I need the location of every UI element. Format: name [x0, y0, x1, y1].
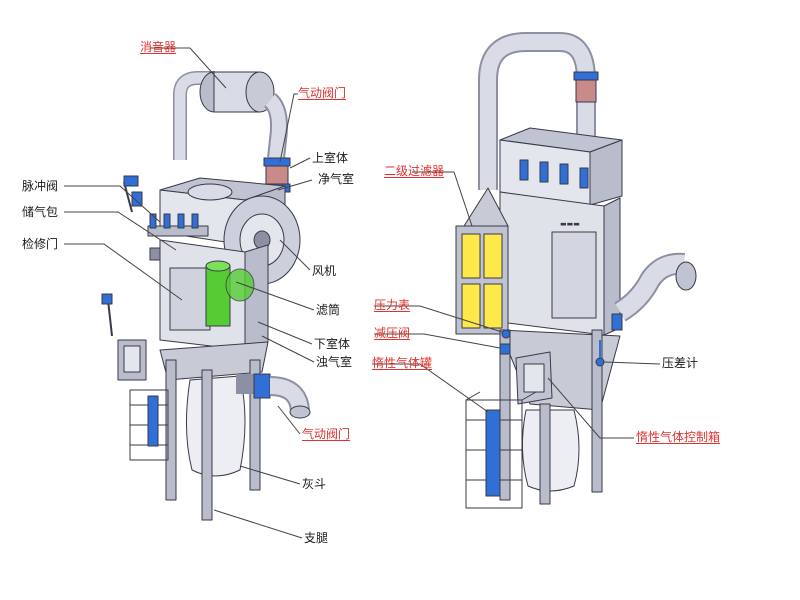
inert-gas-control-box-shape — [515, 351, 553, 405]
left-control-box-shape — [117, 339, 147, 381]
label-inert-gas-tank: 惰性气体罐 — [372, 356, 433, 370]
label-pressure-gauge: 压力表 — [374, 298, 411, 312]
access-door-shape — [169, 267, 211, 331]
left-gas-cylinder-shape — [147, 395, 159, 447]
secondary-filter-shape — [455, 187, 509, 335]
right-main-body-shape: ▬▬▬ — [499, 191, 621, 336]
label-secondary-filter: 二级过滤器 — [384, 164, 445, 178]
label-lower-chamber: 下室体 — [314, 337, 351, 351]
right-dust-collector: ▬▬▬ — [455, 32, 697, 509]
ash-hopper-shape — [185, 375, 246, 477]
label-pressure-reducing-valve: 减压阀 — [374, 326, 411, 340]
label-air-tank: 储气包 — [22, 205, 59, 219]
pressure-gauge-shape — [501, 329, 511, 339]
left-gauge-pipe-shape — [101, 293, 113, 337]
support-legs-shape — [165, 359, 261, 521]
right-ash-hopper-shape — [521, 409, 580, 492]
label-support-legs: 支腿 — [304, 531, 329, 545]
label-fan: 风机 — [312, 264, 337, 278]
label-clean-air-chamber: 净气室 — [318, 172, 355, 186]
label-filter-cartridge: 滤筒 — [316, 303, 341, 317]
right-upper-chamber-shape — [499, 127, 623, 206]
inert-gas-tank-shape — [485, 409, 501, 497]
pulse-valve-shape — [147, 213, 209, 237]
label-ash-hopper: 灰斗 — [302, 477, 327, 491]
pneumatic-valve-bottom-shape — [253, 373, 271, 399]
label-upper-chamber: 上室体 — [312, 151, 349, 165]
filter-cartridge-shape — [205, 260, 255, 327]
label-pneumatic-valve-bottom: 气动阀门 — [302, 427, 351, 441]
inlet-duct-shape — [236, 373, 311, 419]
regulator-top-shape — [123, 175, 143, 213]
svg-text:▬▬▬: ▬▬▬ — [560, 220, 580, 228]
label-muffler: 消音器 — [140, 40, 177, 54]
pressure-reducing-valve-shape — [499, 343, 511, 355]
label-differential-pressure-gauge: 压差计 — [662, 356, 699, 370]
label-access-door: 检修门 — [22, 237, 59, 251]
right-outlet-duct-shape — [611, 252, 697, 331]
label-pulse-valve: 脉冲阀 — [22, 179, 59, 193]
differential-pressure-gauge-shape — [595, 357, 605, 367]
label-inert-gas-control-box: 惰性气体控制箱 — [636, 430, 721, 444]
label-pneumatic-valve-top: 气动阀门 — [298, 86, 347, 100]
leader-lines — [64, 47, 661, 539]
left-dust-collector — [101, 71, 311, 521]
muffler-shape — [199, 71, 275, 113]
label-dirty-air-chamber: 浊气室 — [316, 355, 353, 369]
